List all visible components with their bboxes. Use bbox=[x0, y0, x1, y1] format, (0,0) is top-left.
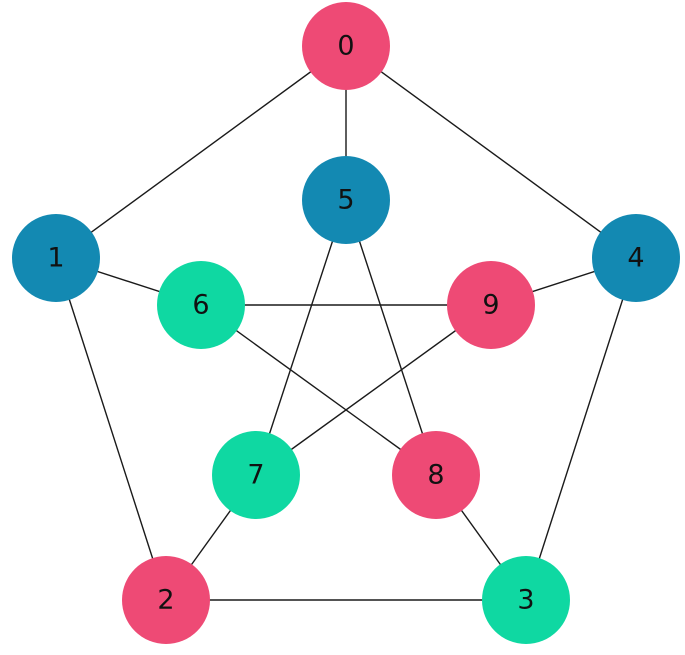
node-8: 8 bbox=[392, 431, 480, 519]
node-9: 9 bbox=[447, 261, 535, 349]
node-circle-3 bbox=[482, 556, 570, 644]
node-label-4: 4 bbox=[627, 243, 644, 274]
edges-layer bbox=[55, 45, 637, 601]
node-7: 7 bbox=[212, 431, 300, 519]
edge-8-5 bbox=[345, 199, 437, 476]
node-circle-4 bbox=[592, 214, 680, 302]
node-5: 5 bbox=[302, 156, 390, 244]
nodes-layer: 0 1 2 3 4 5 6 7 8 9 bbox=[12, 2, 680, 644]
node-label-2: 2 bbox=[157, 585, 174, 616]
node-label-8: 8 bbox=[427, 460, 444, 491]
edge-4-0 bbox=[345, 45, 637, 259]
node-circle-1 bbox=[12, 214, 100, 302]
node-label-7: 7 bbox=[247, 460, 264, 491]
node-label-6: 6 bbox=[192, 290, 209, 321]
edge-1-2 bbox=[55, 257, 167, 601]
node-circle-5 bbox=[302, 156, 390, 244]
node-circle-7 bbox=[212, 431, 300, 519]
node-label-1: 1 bbox=[47, 243, 64, 274]
edge-6-8 bbox=[200, 304, 437, 476]
node-circle-6 bbox=[157, 261, 245, 349]
node-2: 2 bbox=[122, 556, 210, 644]
node-circle-0 bbox=[302, 2, 390, 90]
node-circle-9 bbox=[447, 261, 535, 349]
node-circle-8 bbox=[392, 431, 480, 519]
node-label-3: 3 bbox=[517, 585, 534, 616]
node-label-0: 0 bbox=[337, 31, 354, 62]
node-1: 1 bbox=[12, 214, 100, 302]
node-label-5: 5 bbox=[337, 185, 354, 216]
node-circle-2 bbox=[122, 556, 210, 644]
edge-5-7 bbox=[255, 199, 347, 476]
node-4: 4 bbox=[592, 214, 680, 302]
node-0: 0 bbox=[302, 2, 390, 90]
edge-3-4 bbox=[525, 257, 637, 601]
edge-0-1 bbox=[55, 45, 347, 259]
node-label-9: 9 bbox=[482, 290, 499, 321]
edge-7-9 bbox=[255, 304, 492, 476]
node-6: 6 bbox=[157, 261, 245, 349]
node-3: 3 bbox=[482, 556, 570, 644]
